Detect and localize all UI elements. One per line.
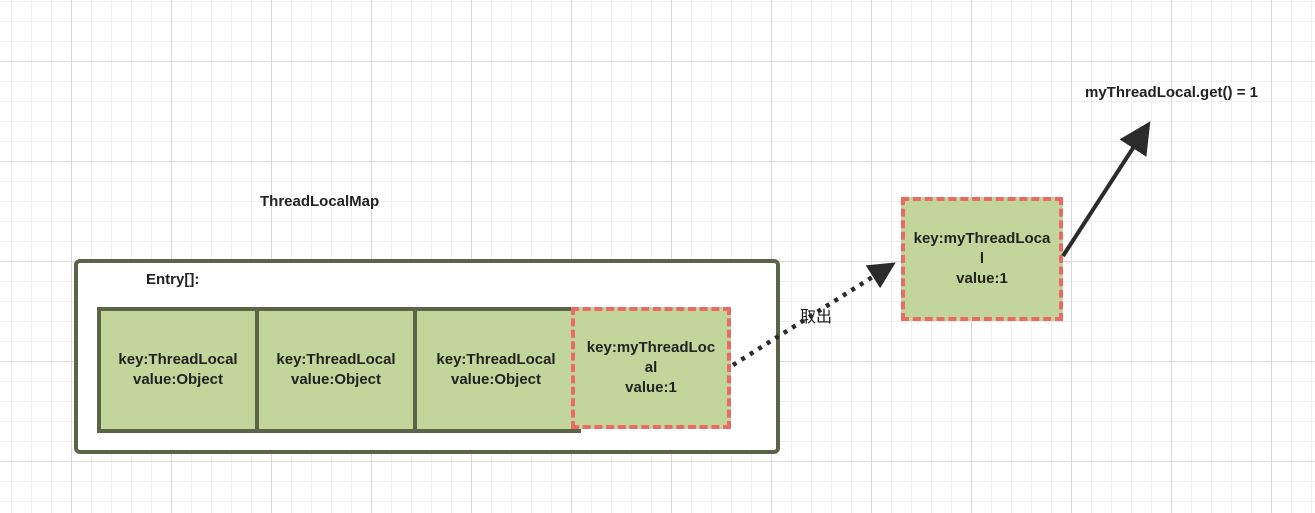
entry-value: value:Object [290, 371, 382, 388]
retrieved-entry-box: key:myThreadLocal value:1 [901, 197, 1063, 321]
entry-key: key:ThreadLocal [118, 351, 238, 368]
entry-key: key:ThreadLocal [436, 351, 556, 368]
retrieved-entry-key: key:myThreadLocal [913, 230, 1051, 267]
entry-value: value:Object [132, 371, 224, 388]
entry-value: value:Object [450, 371, 542, 388]
highlighted-entry-cell: key:myThreadLocal value:1 [571, 307, 731, 429]
threadlocalmap-title: ThreadLocalMap [260, 193, 380, 210]
result-label: myThreadLocal.get() = 1 [1085, 84, 1258, 101]
entry-key: key:ThreadLocal [276, 351, 396, 368]
retrieve-dotted-arrow [731, 262, 896, 367]
entry-cell: key:ThreadLocal value:Object [259, 311, 417, 429]
retrieved-entry-value: value:1 [956, 270, 1008, 287]
result-arrow [1061, 121, 1151, 258]
retrieve-label: 取出 [800, 309, 833, 326]
highlighted-entry-key: key:myThreadLocal [586, 339, 716, 376]
highlighted-entry-value: value:1 [625, 379, 677, 396]
entry-array-label: Entry[]: [146, 271, 200, 288]
entry-cell: key:ThreadLocal value:Object [417, 311, 575, 429]
entry-cell: key:ThreadLocal value:Object [101, 311, 259, 429]
entry-array: key:ThreadLocal value:Object key:ThreadL… [97, 307, 581, 433]
